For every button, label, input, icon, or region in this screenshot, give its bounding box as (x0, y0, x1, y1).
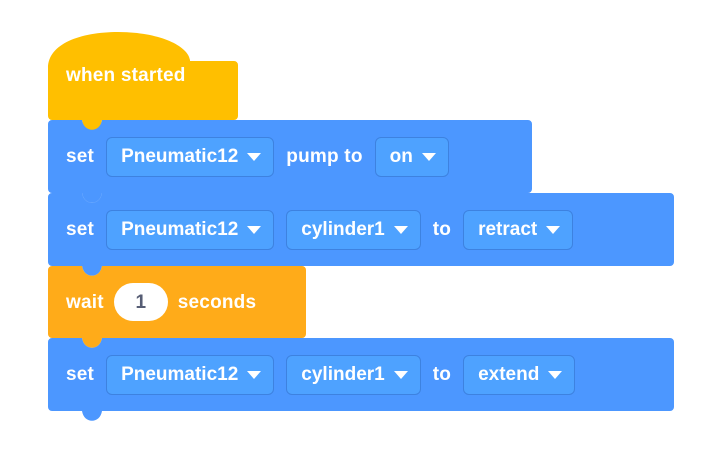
block-set-cylinder-extend[interactable]: set Pneumatic12 cylinder1 to extend (48, 338, 674, 421)
cylinder-state-value: retract (478, 219, 538, 240)
block-wait-seconds[interactable]: wait 1 seconds (48, 266, 306, 348)
cylinder-dropdown-value: cylinder1 (301, 364, 385, 385)
device-dropdown-pneumatic[interactable]: Pneumatic12 (106, 354, 275, 395)
chevron-down-icon (548, 371, 563, 379)
device-dropdown-pneumatic[interactable]: Pneumatic12 (106, 136, 275, 177)
chevron-down-icon (421, 153, 436, 161)
pump-state-dropdown[interactable]: on (374, 136, 449, 177)
chevron-down-icon (393, 371, 408, 379)
set-label: set (66, 364, 95, 385)
cylinder-state-value: extend (478, 364, 540, 385)
device-dropdown-value: Pneumatic12 (121, 219, 239, 240)
chevron-down-icon (546, 226, 561, 234)
hat-block-shape (48, 32, 238, 131)
block-set-pump[interactable]: set Pneumatic12 pump to on (48, 120, 532, 203)
pump-state-value: on (389, 146, 413, 167)
cylinder-dropdown-value: cylinder1 (301, 219, 385, 240)
when-started-label: when started (66, 64, 186, 86)
device-dropdown-value: Pneumatic12 (121, 146, 239, 167)
chevron-down-icon (247, 371, 262, 379)
block-set-cylinder-retract[interactable]: set Pneumatic12 cylinder1 to retract (48, 193, 674, 276)
to-label: to (432, 364, 452, 385)
block-when-started[interactable]: when started (48, 30, 238, 131)
stack-block-shape (48, 266, 306, 348)
chevron-down-icon (247, 153, 262, 161)
pump-to-label: pump to (286, 146, 363, 167)
wait-duration-value: 1 (135, 291, 147, 313)
cylinder-state-dropdown[interactable]: extend (463, 354, 576, 395)
cylinder-state-dropdown[interactable]: retract (463, 209, 574, 250)
set-label: set (66, 146, 95, 167)
wait-duration-input[interactable]: 1 (113, 283, 168, 321)
to-label: to (432, 219, 452, 240)
cylinder-dropdown[interactable]: cylinder1 (286, 209, 421, 250)
chevron-down-icon (393, 226, 408, 234)
device-dropdown-value: Pneumatic12 (121, 364, 239, 385)
seconds-label: seconds (177, 291, 257, 313)
set-label: set (66, 219, 95, 240)
wait-label: wait (66, 291, 104, 313)
device-dropdown-pneumatic[interactable]: Pneumatic12 (106, 209, 275, 250)
cylinder-dropdown[interactable]: cylinder1 (286, 354, 421, 395)
chevron-down-icon (247, 226, 262, 234)
